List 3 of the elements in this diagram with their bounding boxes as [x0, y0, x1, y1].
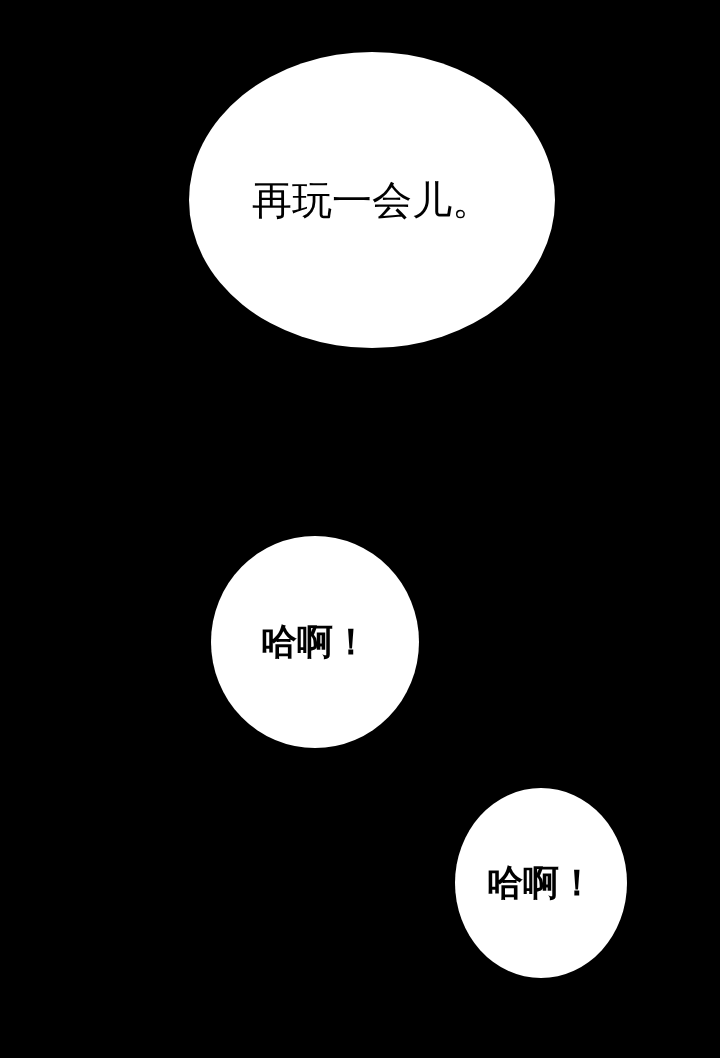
dialogue-text: 哈啊！ — [487, 860, 595, 905]
dialogue-text: 哈啊！ — [261, 619, 369, 664]
dialogue-text: 再玩一会儿。 — [252, 175, 492, 225]
